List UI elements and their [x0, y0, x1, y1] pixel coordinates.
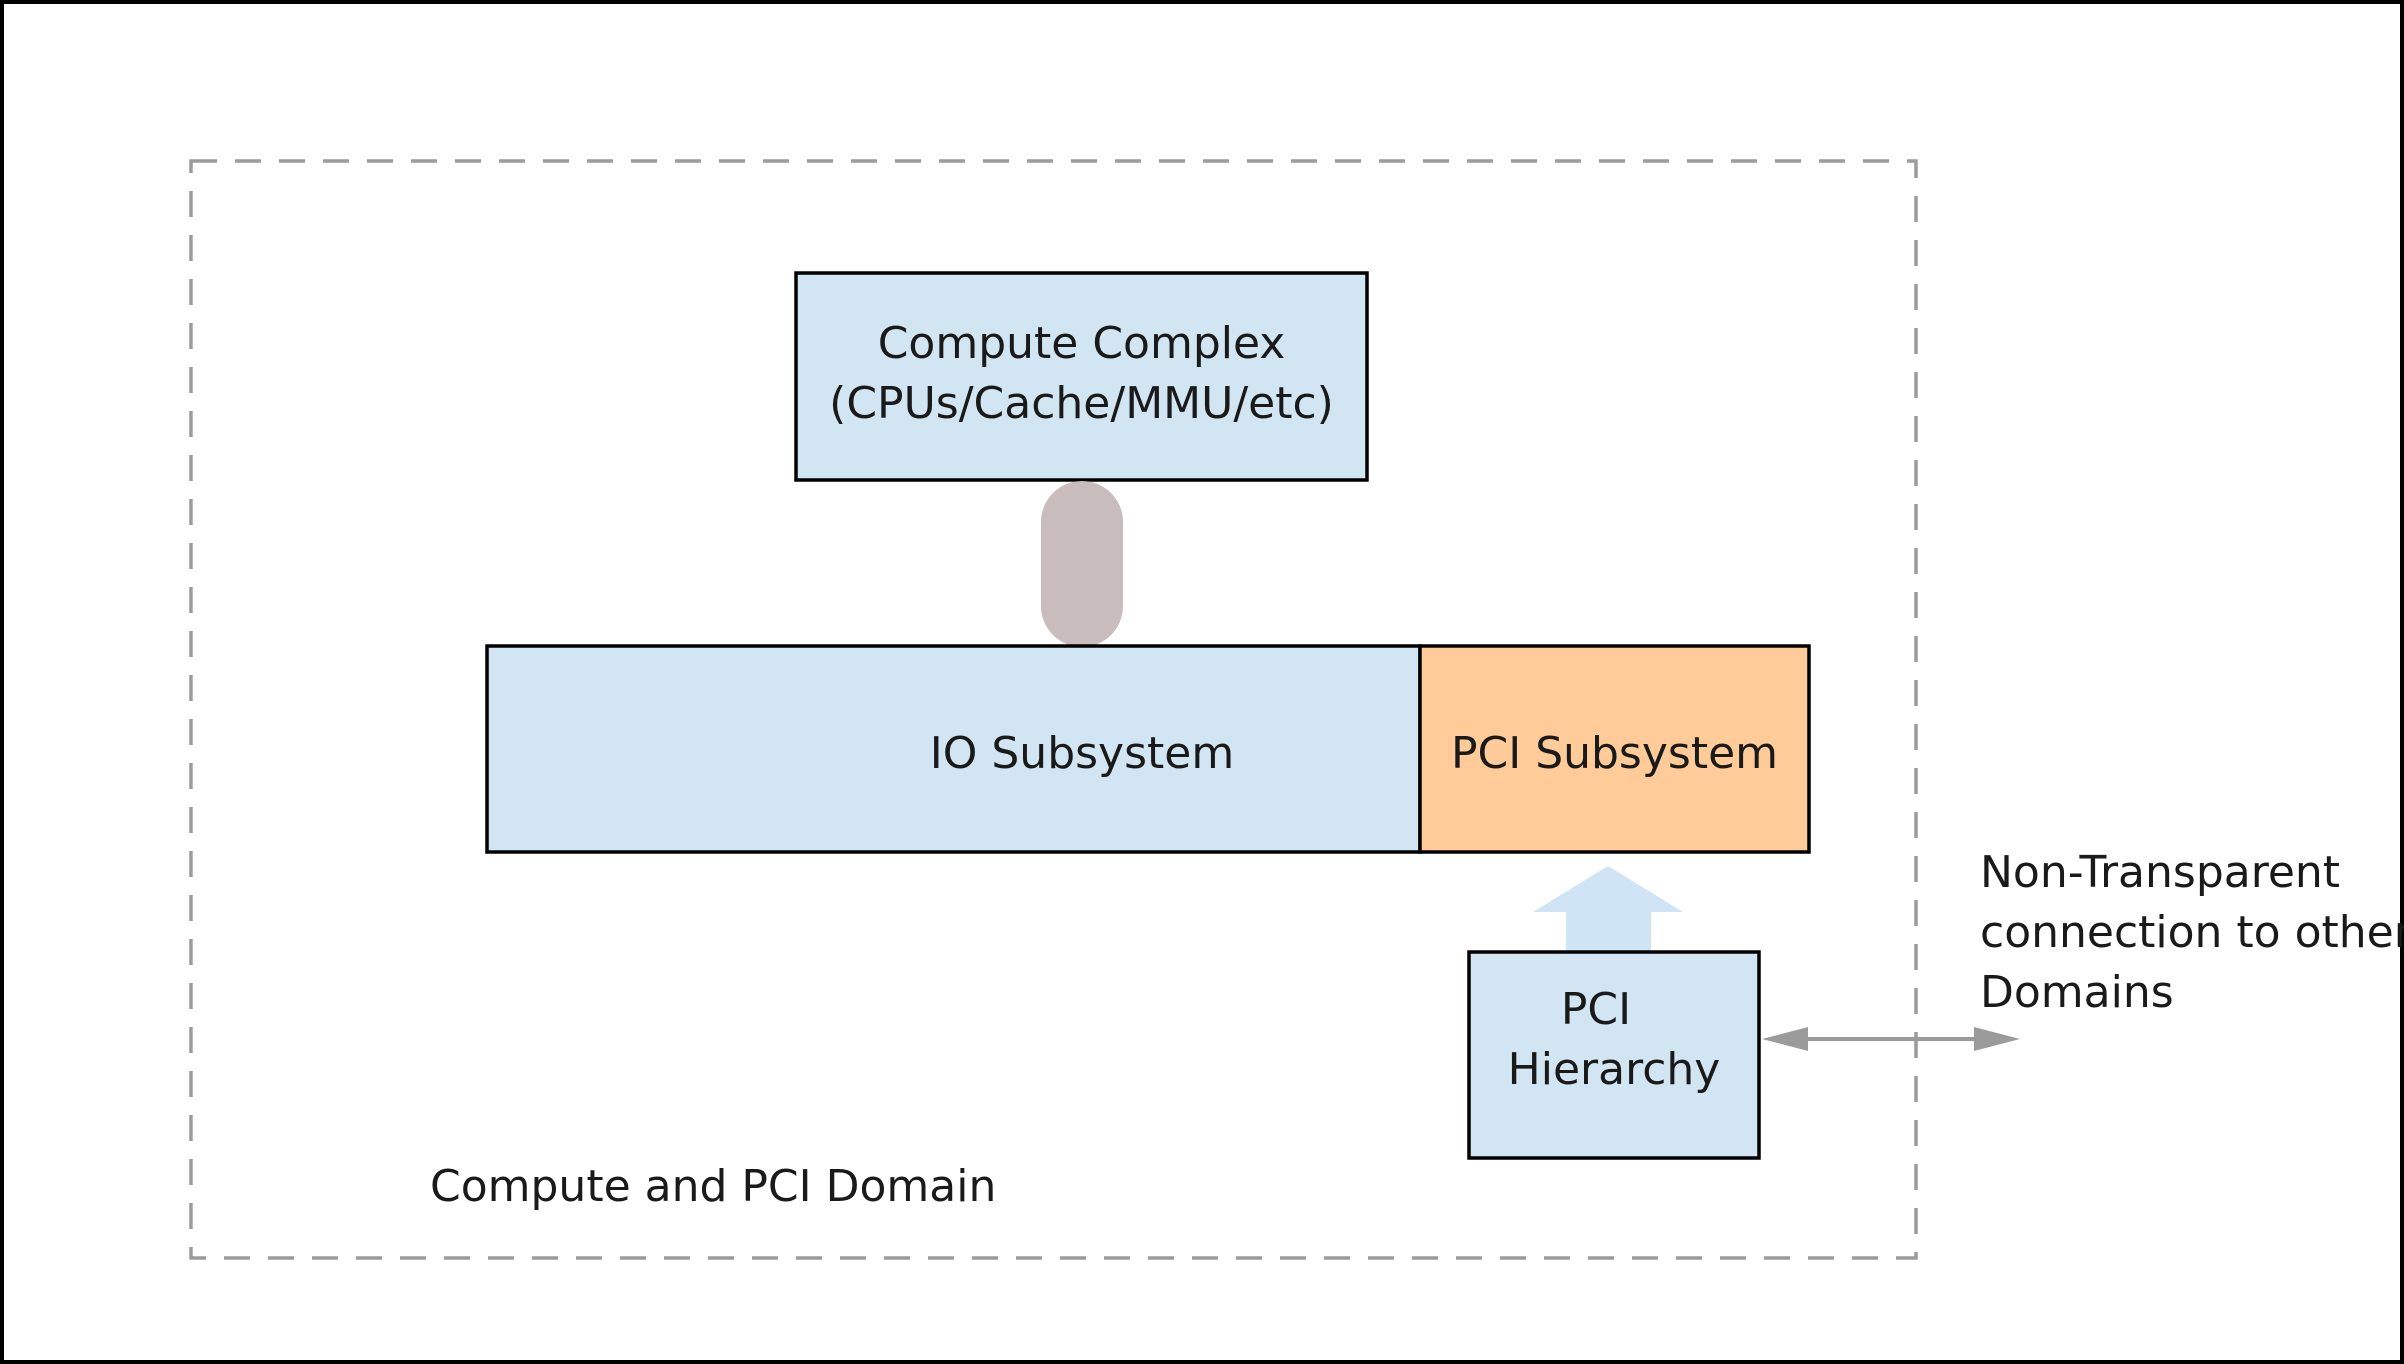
compute-complex-box	[794, 271, 1369, 482]
upward-arrow	[1533, 866, 1683, 952]
pci-hierarchy-line1: PCI	[1560, 984, 1632, 1035]
external-line2: connection to other	[1980, 907, 2404, 958]
bus-connector	[1041, 481, 1123, 647]
arrowhead-right	[1974, 1027, 2020, 1051]
io-subsystem-box	[485, 644, 1422, 854]
compute-complex-line2: (CPUs/Cache/MMU/etc)	[829, 378, 1334, 429]
pci-hierarchy-box	[1467, 950, 1761, 1160]
pci-subsystem-label: PCI Subsystem	[1450, 728, 1779, 779]
pci-subsystem-box	[1418, 644, 1811, 854]
external-line3: Domains	[1980, 967, 2174, 1018]
pci-hierarchy-line2: Hierarchy	[1507, 1044, 1721, 1095]
pci-hierarchy-label: PCI Hierarchy	[1469, 980, 1759, 1100]
arrowhead-left	[1762, 1027, 1808, 1051]
io-subsystem-label: IO Subsystem	[929, 728, 1235, 779]
external-connection-label: Non-Transparent connection to other Doma…	[1980, 843, 2404, 1023]
compute-complex-label: Compute Complex (CPUs/Cache/MMU/etc)	[796, 314, 1367, 434]
compute-complex-line1: Compute Complex	[877, 318, 1286, 369]
external-line1: Non-Transparent	[1980, 847, 2341, 898]
domain-label: Compute and PCI Domain	[430, 1161, 997, 1212]
